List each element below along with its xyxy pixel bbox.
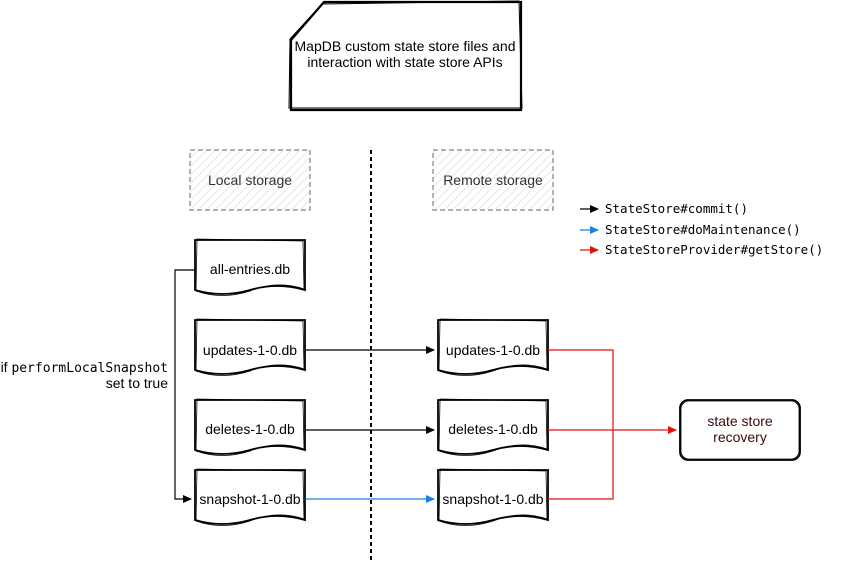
local-file-deletes: deletes-1-0.db (194, 398, 306, 456)
local-file-snapshot: snapshot-1-0.db (194, 468, 306, 526)
local-deletes-label: deletes-1-0.db (205, 421, 295, 437)
legend-commit-label: StateStore#commit() (605, 201, 748, 216)
recovery-line-2: recovery (713, 429, 767, 445)
remote-updates-label: updates-1-0.db (446, 342, 540, 358)
local-snapshot-label: snapshot-1-0.db (199, 491, 300, 507)
title-line-1: MapDB custom state store files and (295, 38, 516, 54)
getstore-line-snapshot (548, 430, 614, 500)
remote-deletes-label: deletes-1-0.db (448, 421, 538, 437)
local-storage-label: Local storage (208, 172, 292, 188)
state-store-recovery-box: state store recovery (679, 399, 801, 461)
condition-code: performLocalSnapshot (11, 361, 168, 376)
local-updates-label: updates-1-0.db (203, 342, 297, 358)
remote-storage-header: Remote storage (432, 149, 554, 211)
title-card: MapDB custom state store files and inter… (288, 0, 523, 112)
condition-line-2: set to true (106, 375, 168, 391)
legend-getstore-label: StateStoreProvider#getStore() (605, 242, 823, 257)
local-storage-header: Local storage (189, 149, 311, 211)
local-snapshot-arrow (174, 269, 195, 503)
condition-line-1: if performLocalSnapshot (1, 359, 168, 376)
legend: StateStore#commit() StateStore#doMainten… (580, 201, 823, 257)
remote-file-snapshot: snapshot-1-0.db (437, 468, 549, 526)
local-file-updates: updates-1-0.db (194, 318, 306, 376)
remote-storage-label: Remote storage (443, 172, 543, 188)
recovery-line-1: state store (707, 413, 773, 429)
local-file-all-entries: all-entries.db (194, 238, 306, 296)
legend-maintenance-label: StateStore#doMaintenance() (605, 222, 801, 237)
title-line-2: interaction with state store APIs (307, 54, 502, 70)
remote-snapshot-label: snapshot-1-0.db (442, 491, 543, 507)
local-all-entries-label: all-entries.db (210, 261, 290, 277)
remote-file-deletes: deletes-1-0.db (437, 398, 549, 456)
remote-file-updates: updates-1-0.db (437, 318, 549, 376)
getstore-line-updates (548, 349, 614, 430)
